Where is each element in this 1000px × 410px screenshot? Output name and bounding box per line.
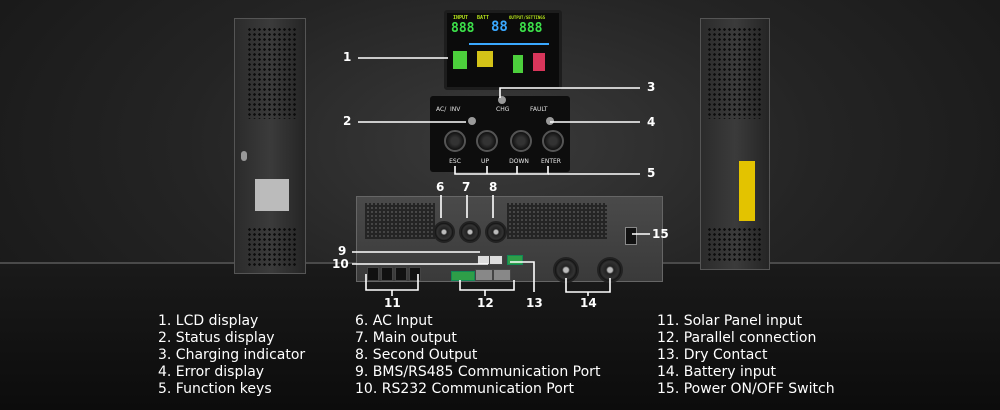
esc-key-label: ESC — [449, 158, 461, 165]
control-panel: AC/ INV CHG FAULT ESC UP DOWN ENTER — [430, 96, 570, 172]
left-side-label — [255, 179, 289, 211]
legend-item: 15. Power ON/OFF Switch — [657, 381, 835, 397]
lcd-solar-icon — [453, 51, 467, 69]
right-side-vent-top — [707, 27, 763, 119]
legend-item: 6. AC Input — [355, 313, 433, 329]
lcd-input-label: INPUT — [453, 15, 469, 21]
rear-grille-left — [365, 203, 435, 239]
right-side-warning-label — [739, 161, 755, 221]
down-key-label: DOWN — [509, 158, 529, 165]
callout-line-14 — [565, 278, 611, 293]
legend-item: 1. LCD display — [158, 313, 259, 329]
lcd-load-icon — [533, 53, 545, 71]
battery-negative-terminal — [597, 257, 623, 283]
up-key[interactable] — [476, 130, 498, 152]
rear-panel — [356, 196, 663, 283]
lcd-inverter-icon — [477, 51, 493, 67]
lcd-digits-left: 888 — [451, 21, 475, 36]
legend-item: 9. BMS/RS485 Communication Port — [355, 364, 601, 380]
left-side-knob — [241, 151, 247, 161]
lcd-flow-line — [469, 43, 549, 45]
left-side-view — [234, 18, 306, 274]
callout-line-5a — [454, 166, 549, 175]
fault-led — [546, 117, 554, 125]
left-side-vent-top — [247, 27, 297, 119]
solar-input-2 — [381, 267, 393, 281]
floor — [0, 262, 1000, 410]
callout-7: 7 — [462, 180, 471, 194]
callout-3: 3 — [647, 80, 656, 94]
callout-8: 8 — [489, 180, 498, 194]
legend-item: 13. Dry Contact — [657, 347, 768, 363]
ac-input-terminal — [433, 221, 455, 243]
down-key[interactable] — [510, 130, 532, 152]
up-key-label: UP — [480, 158, 489, 165]
led-label-inv: INV — [450, 106, 461, 113]
dry-contact-connector — [507, 255, 523, 265]
solar-input-3 — [395, 267, 407, 281]
led-label-ac: AC/ — [436, 106, 447, 113]
legend-item: 4. Error display — [158, 364, 265, 380]
legend-item: 14. Battery input — [657, 364, 776, 380]
lcd-digits-mid: 88 — [491, 19, 508, 35]
main-output-terminal — [459, 221, 481, 243]
legend-item: 7. Main output — [355, 330, 457, 346]
legend-item: 12. Parallel connection — [657, 330, 817, 346]
enter-key[interactable] — [542, 130, 564, 152]
callout-line-12 — [459, 280, 515, 291]
callout-9: 9 — [338, 244, 347, 258]
charging-led — [498, 96, 506, 104]
legend-column-3: 11. Solar Panel input 12. Parallel conne… — [657, 313, 835, 398]
callout-13: 13 — [526, 296, 543, 310]
parallel-connector — [451, 271, 475, 281]
power-switch[interactable] — [625, 227, 637, 245]
callout-14: 14 — [580, 296, 597, 310]
legend-item: 11. Solar Panel input — [657, 313, 803, 329]
callout-12: 12 — [477, 296, 494, 310]
legend-column-1: 1. LCD display 2. Status display 3. Char… — [158, 313, 305, 398]
led-label-chg: CHG — [496, 106, 510, 113]
callout-1: 1 — [343, 50, 352, 64]
callout-6: 6 — [436, 180, 445, 194]
lcd-digits-right: 888 — [519, 21, 543, 36]
legend-item: 8. Second Output — [355, 347, 478, 363]
legend-item: 10. RS232 Communication Port — [355, 381, 575, 397]
legend-item: 2. Status display — [158, 330, 275, 346]
rear-grille-mid — [507, 203, 607, 239]
lcd-display: INPUT BATT OUTPUT/SETTINGS 888 88 888 — [444, 10, 562, 90]
lcd-output-label: OUTPUT/SETTINGS — [509, 15, 546, 20]
led-label-fault: FAULT — [530, 106, 548, 113]
lcd-battery-icon — [513, 55, 523, 73]
rs232-port — [489, 255, 503, 265]
callout-10: 10 — [332, 257, 349, 271]
lcd-batt-label: BATT — [477, 15, 490, 21]
right-side-view — [700, 18, 770, 270]
solar-input-1 — [367, 267, 379, 281]
esc-key[interactable] — [444, 130, 466, 152]
callout-line-3 — [499, 87, 640, 98]
right-side-vent-bottom — [707, 227, 763, 263]
parallel-port — [475, 269, 493, 281]
second-output-terminal — [485, 221, 507, 243]
status-led — [468, 117, 476, 125]
callout-4: 4 — [647, 115, 656, 129]
callout-11: 11 — [384, 296, 401, 310]
left-side-vent-bottom — [247, 227, 297, 267]
callout-line-11 — [365, 274, 419, 291]
callout-2: 2 — [343, 114, 352, 128]
callout-15: 15 — [652, 227, 669, 241]
callout-line-13 — [510, 261, 535, 292]
legend-item: 3. Charging indicator — [158, 347, 306, 363]
parallel-port-2 — [493, 269, 511, 281]
legend-column-2: 6. AC Input 7. Main output 8. Second Out… — [355, 313, 600, 398]
enter-key-label: ENTER — [541, 158, 561, 165]
legend-item: 5. Function keys — [158, 381, 272, 397]
callout-5: 5 — [647, 166, 656, 180]
